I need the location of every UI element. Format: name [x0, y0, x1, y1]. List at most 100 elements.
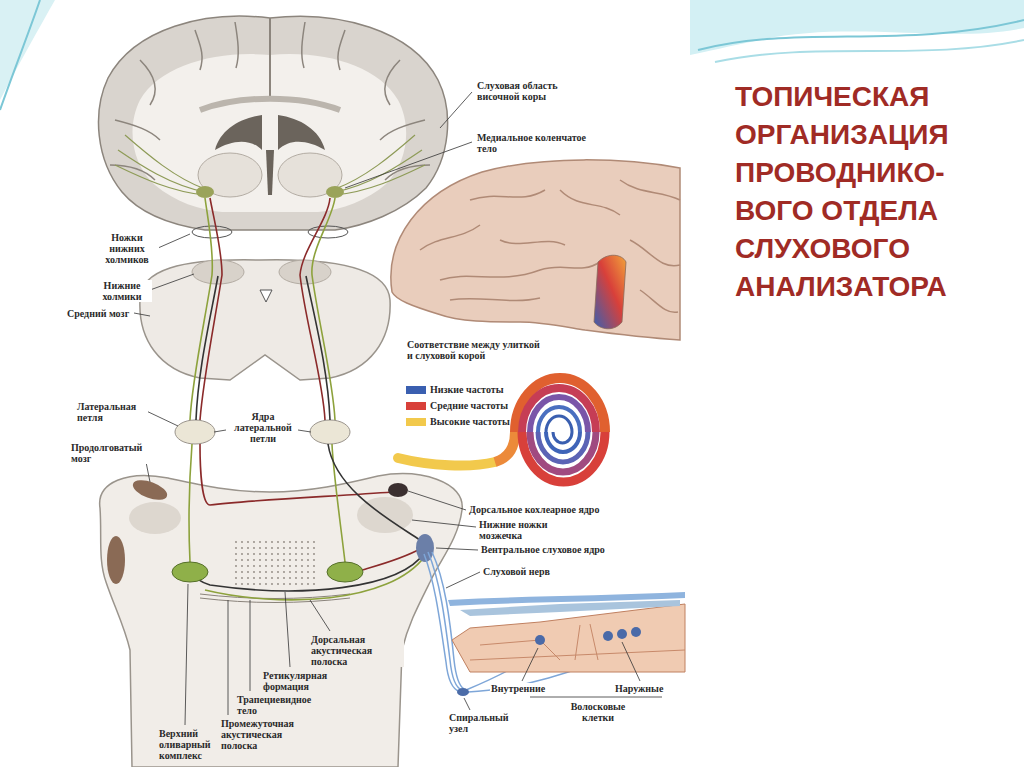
- gyrus-line: [420, 225, 480, 250]
- auditory-pathway: [306, 276, 330, 420]
- sulcus: [195, 30, 202, 70]
- cochlea-turn: [522, 388, 596, 432]
- leader-line: [345, 142, 472, 188]
- lateral-ventricle: [278, 115, 325, 150]
- superior-olive: [172, 562, 208, 582]
- auditory-radiation: [335, 135, 415, 189]
- anatomy-label: Ядра латеральной петли: [228, 411, 298, 444]
- tissue-line: [470, 650, 685, 660]
- anatomy-label: Дорсальная акустическая полоска: [310, 634, 404, 667]
- leader-line: [250, 600, 251, 691]
- auditory-radiation: [115, 165, 205, 195]
- longitudinal-fissure: [269, 18, 271, 100]
- auditory-radiation: [125, 135, 205, 189]
- legend-text: Высокие частоты: [430, 416, 510, 427]
- auditory-nerve: [424, 554, 460, 692]
- leader-line: [285, 592, 290, 667]
- anatomy-label: Верхний оливарный комплекс: [158, 728, 216, 761]
- spiral-ganglion: [457, 688, 469, 696]
- gyrus-line: [470, 190, 545, 200]
- cochlea-turn: [515, 378, 605, 432]
- leader-line: [440, 92, 472, 128]
- sulcus: [385, 60, 400, 105]
- outer-hair-cell: [631, 627, 641, 637]
- sulcus: [110, 165, 155, 180]
- leader-line: [412, 520, 476, 527]
- sulcus: [115, 120, 160, 140]
- cochlea-turn: [538, 432, 588, 462]
- midbrain-section: [140, 260, 390, 380]
- auditory-nerve: [428, 552, 462, 690]
- anatomy-label: Нижние ножки мозжечка: [478, 519, 575, 541]
- gyrus-line: [630, 240, 680, 266]
- legend-text: Низкие частоты: [430, 384, 503, 395]
- anatomy-label: Продолговатый мозг: [70, 442, 154, 464]
- cochlea-turn: [530, 432, 596, 472]
- legend-row: Низкие частоты: [406, 384, 503, 395]
- auditory-cortex-map: [594, 255, 626, 329]
- tectorial-membrane: [460, 600, 680, 616]
- lateral-ventricle: [215, 115, 262, 150]
- legend-swatch: [406, 418, 426, 426]
- medial-geniculate-body: [326, 186, 344, 198]
- auditory-pathway: [196, 276, 218, 420]
- lateral-lemniscus-nucleus: [175, 420, 215, 444]
- gyrus-line: [450, 298, 540, 301]
- legend-text: Средние частоты: [430, 400, 508, 411]
- corpus-callosum: [200, 99, 340, 110]
- auditory-pathway: [200, 444, 392, 505]
- legend-swatch: [406, 386, 426, 394]
- anatomy-label: Внутренние: [490, 683, 546, 694]
- auditory-pathway: [312, 198, 335, 420]
- gyrus-line: [500, 240, 565, 245]
- cochlea-turn: [546, 416, 572, 432]
- cochlea-apex: [553, 432, 572, 443]
- outer-hair-cell: [617, 629, 627, 639]
- cochlea-turn: [538, 407, 580, 432]
- legend-row: Средние частоты: [406, 400, 508, 411]
- wave-line: [715, 40, 1024, 62]
- leader-line: [298, 430, 311, 432]
- sulcus: [302, 22, 305, 68]
- leader-line: [134, 313, 150, 316]
- leader-line: [622, 642, 640, 681]
- leader-line: [146, 462, 150, 482]
- tissue-line: [480, 640, 560, 660]
- gyrus-line: [560, 190, 620, 215]
- anatomy-label: Ножки нижних холмиков: [95, 232, 159, 265]
- auditory-pathway: [362, 548, 422, 570]
- anatomy-label: Промежуточная акустическая полоска: [220, 718, 314, 751]
- medulla-section: [100, 474, 463, 767]
- anatomy-label: Вентральное слуховое ядро: [480, 544, 606, 555]
- cerebrum-outline: [99, 16, 448, 230]
- cochlea-turn: [530, 397, 588, 432]
- anatomy-label: Ретикулярная формация: [262, 670, 344, 692]
- sulcus: [140, 60, 155, 105]
- slide-title: ТОПИЧЕСКАЯ ОРГАНИЗАЦИЯ ПРОВОДНИКО- ВОГО …: [735, 78, 1015, 306]
- anatomy-label: Трапециевидное тело: [236, 694, 324, 716]
- anatomy-label: Нижние холмики: [92, 280, 152, 302]
- auditory-pathway: [196, 552, 425, 591]
- anatomy-label: Наружные: [614, 683, 664, 694]
- reticular-formation: [232, 540, 318, 585]
- auditory-pathway: [300, 198, 330, 420]
- outer-hair-cell: [603, 631, 613, 641]
- anatomy-label: Слуховая область височной коры: [476, 80, 570, 102]
- pillar-cell: [590, 624, 598, 660]
- pillar-cell: [575, 625, 580, 660]
- anatomy-label: Дорсальное кохлеарное ядро: [468, 504, 600, 515]
- sulcus: [235, 22, 238, 68]
- brain-lateral-view: [391, 160, 680, 340]
- legend-row: Высокие частоты: [406, 416, 510, 427]
- brachium-ring: [192, 226, 232, 238]
- gyrus-line: [620, 180, 680, 200]
- aqueduct: [260, 290, 272, 302]
- anatomy-label: Волосковые клетки: [562, 701, 634, 723]
- leader-line: [436, 548, 478, 550]
- leader-line: [214, 430, 226, 432]
- sulcus: [338, 30, 345, 70]
- auditory-pathway: [205, 556, 425, 600]
